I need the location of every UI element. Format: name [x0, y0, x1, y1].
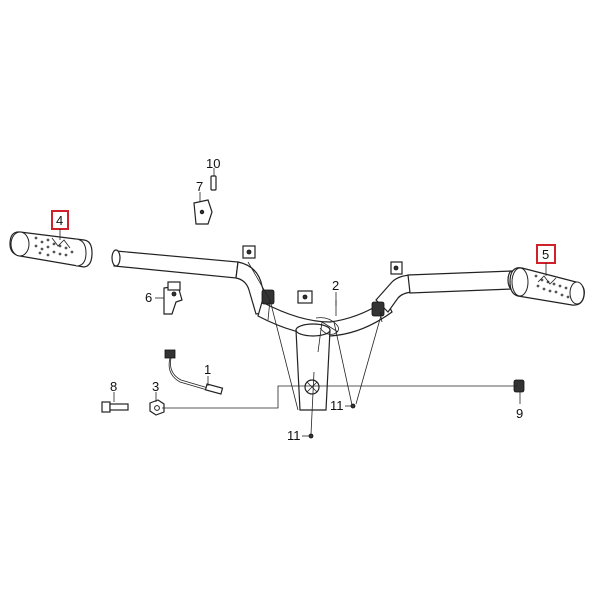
part-10-pin: [210, 175, 217, 191]
callout-1: 1: [204, 362, 211, 377]
callout-8: 8: [110, 379, 117, 394]
part-7-bracket: [193, 199, 213, 225]
callout-9: 9: [516, 406, 523, 421]
part-1-cable: [164, 349, 224, 395]
lever-holder-6: [163, 281, 183, 315]
callout-11-lower: 11: [287, 428, 301, 443]
part-8-bolt: [101, 401, 129, 413]
callout-10: 10: [206, 156, 220, 171]
callout-2: 2: [332, 278, 339, 293]
callout-5: 5: [542, 247, 549, 262]
bolts-11: [308, 321, 356, 439]
callouts: 1 2 3 4 5 6 7 8 9 10 11 11: [51, 156, 556, 443]
callout-4: 4: [56, 213, 63, 228]
part-3-nut: [149, 399, 165, 416]
callout-3: 3: [152, 379, 159, 394]
callout-6: 6: [145, 290, 152, 305]
right-grip: [509, 267, 585, 306]
left-grip: [9, 231, 93, 268]
callout-11-right: 11: [330, 398, 344, 413]
leader-lines: [162, 261, 518, 411]
callout-7: 7: [196, 179, 203, 194]
bar-brackets: [242, 245, 403, 323]
